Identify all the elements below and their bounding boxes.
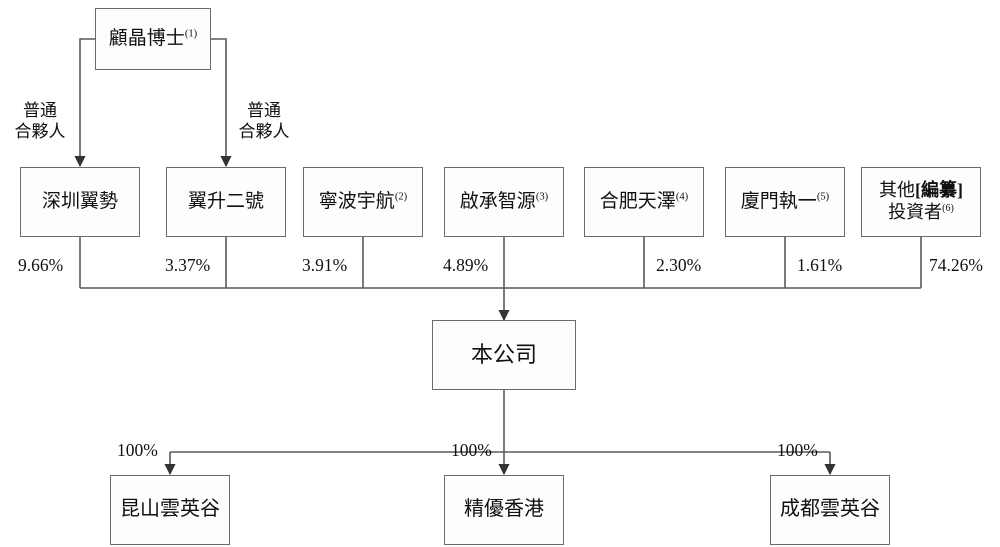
edge-label-general-partner-left: 普通 合夥人 [8, 100, 72, 142]
node-shareholder-label: 其他[編纂]投資者(6) [879, 180, 963, 222]
node-shareholder-label: 寧波宇航(2) [318, 190, 408, 212]
gp-right-line1: 普通 [247, 101, 281, 120]
edge-label-percent-xiamen-zhiyi: 1.61% [797, 255, 843, 275]
node-shareholder-shenzhen-yishi[interactable]: 深圳翼勢 [20, 167, 140, 237]
node-shareholder-label: 啟承智源(3) [459, 190, 549, 212]
node-shareholder-label: 廈門執一(5) [740, 190, 830, 212]
node-shareholder-qicheng-zhiyuan[interactable]: 啟承智源(3) [444, 167, 564, 237]
node-subsidiary-jingyou-hongkong[interactable]: 精優香港 [444, 475, 564, 545]
redaction-bracket: [編纂] [915, 180, 963, 201]
node-shareholder-label-line2: 投資者 [888, 202, 943, 222]
node-subsidiary-label: 昆山雲英谷 [120, 498, 220, 521]
node-shareholder-hefei-tianze[interactable]: 合肥天澤(4) [584, 167, 704, 237]
node-shareholder-label: 合肥天澤(4) [599, 190, 689, 212]
node-shareholder-other-investors[interactable]: 其他[編纂]投資者(6) [861, 167, 981, 237]
footnote-marker: (2) [394, 191, 408, 203]
edge-label-percent-shenzhen-yishi: 9.66% [18, 255, 64, 275]
node-shareholder-label: 深圳翼勢 [41, 190, 118, 212]
footnote-marker: (6) [942, 203, 954, 214]
edge-label-percent-ningbo-yuhang: 3.91% [302, 255, 348, 275]
edge-label-general-partner-right: 普通 合夥人 [232, 100, 296, 142]
edge-label-percent-yisheng-no2: 3.37% [165, 255, 211, 275]
edge-label-percent-qicheng-zhiyuan: 4.89% [443, 255, 489, 275]
node-company-label: 本公司 [470, 342, 537, 368]
gp-right-line2: 合夥人 [238, 122, 290, 142]
node-shareholder-ningbo-yuhang[interactable]: 寧波宇航(2) [303, 167, 423, 237]
node-subsidiary-kunshan-yunyinggu[interactable]: 昆山雲英谷 [110, 475, 230, 545]
node-subsidiary-chengdu-yunyinggu[interactable]: 成都雲英谷 [770, 475, 890, 545]
edge-label-percent-kunshan-yunyinggu: 100% [117, 440, 158, 460]
node-person-gu-jing[interactable]: 顧晶博士(1) [95, 8, 211, 70]
node-subsidiary-label: 成都雲英谷 [780, 498, 880, 521]
edge-label-percent-jingyou-hongkong: 100% [451, 440, 492, 460]
node-shareholder-xiamen-zhiyi[interactable]: 廈門執一(5) [725, 167, 845, 237]
gp-left-line2: 合夥人 [14, 122, 66, 142]
node-company[interactable]: 本公司 [432, 320, 576, 390]
footnote-marker: (4) [675, 191, 689, 203]
node-shareholder-label: 翼升二號 [187, 190, 264, 212]
footnote-marker: (1) [184, 28, 198, 40]
edge-label-percent-other-investors: 74.26% [929, 255, 983, 275]
footnote-marker: (3) [535, 191, 549, 203]
node-subsidiary-label: 精優香港 [464, 498, 544, 521]
edge-label-percent-hefei-tianze: 2.30% [656, 255, 702, 275]
node-shareholder-yisheng-no2[interactable]: 翼升二號 [166, 167, 286, 237]
node-person-label: 顧晶博士(1) [108, 27, 198, 49]
footnote-marker: (5) [816, 191, 830, 203]
edge-label-percent-chengdu-yunyinggu: 100% [777, 440, 818, 460]
gp-left-line1: 普通 [23, 101, 57, 120]
